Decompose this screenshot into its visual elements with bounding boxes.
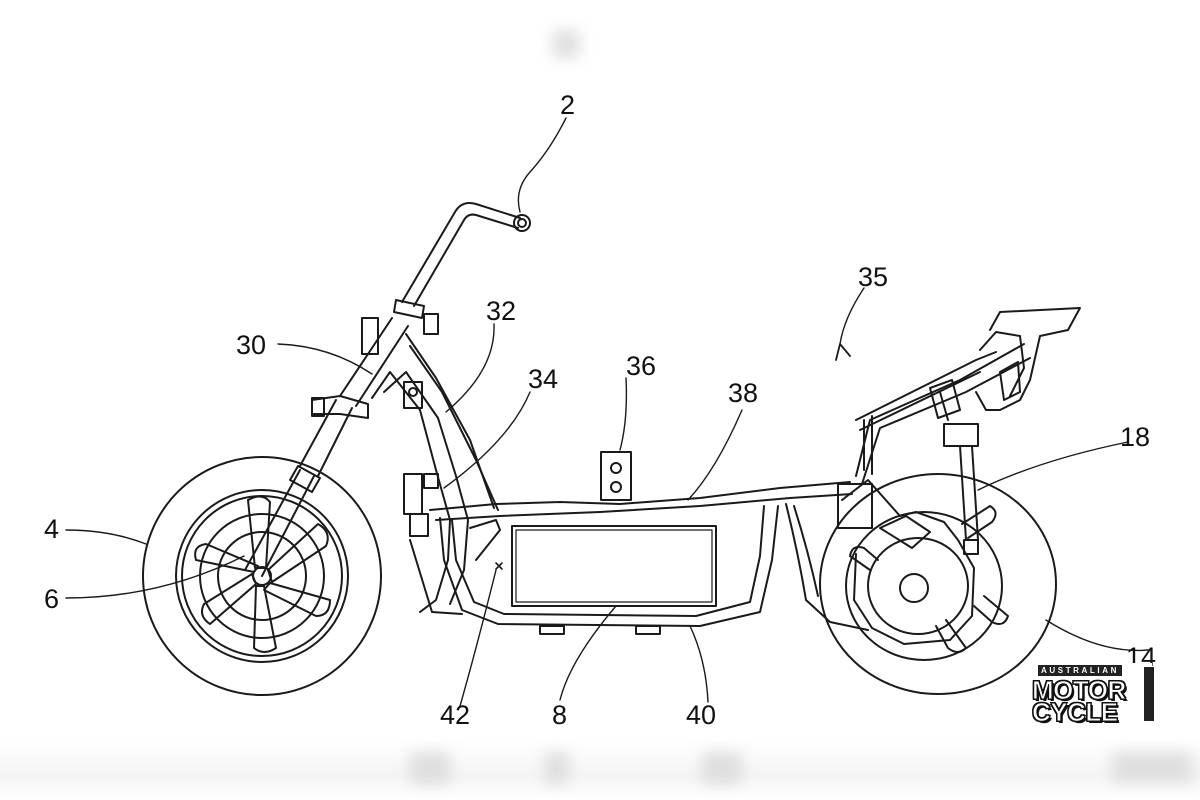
front-wheel-spokes xyxy=(194,495,331,653)
label-8: 8 xyxy=(552,700,568,730)
logo-line-motor: MOTOR xyxy=(1032,675,1127,706)
logo-line-cycle: CYCLE xyxy=(1032,697,1119,728)
label-2: 2 xyxy=(560,90,576,120)
blurred-bottom-strip xyxy=(0,740,1200,800)
label-38: 38 xyxy=(728,378,759,408)
main-frame xyxy=(429,481,853,635)
steering-assembly xyxy=(244,202,531,577)
leader-lines xyxy=(65,117,1149,707)
logo-line-small: AUSTRALIAN xyxy=(1038,665,1122,676)
logo-side-bar xyxy=(1144,667,1154,721)
connector xyxy=(600,451,632,501)
label-6: 6 xyxy=(44,584,60,614)
australian-motorcycle-logo: AUSTRALIAN MOTOR CYCLE xyxy=(1030,663,1154,728)
blur-artifact-bottom-4 xyxy=(1112,752,1192,782)
label-32: 32 xyxy=(486,296,517,326)
blur-artifact-bottom-2 xyxy=(545,752,569,784)
blur-artifact-bottom-3 xyxy=(702,752,742,784)
label-30: 30 xyxy=(236,330,267,360)
battery xyxy=(511,525,717,607)
label-35: 35 xyxy=(858,262,889,292)
front-wheel xyxy=(142,456,382,696)
rear-wheel xyxy=(819,473,1057,695)
label-36: 36 xyxy=(626,351,657,381)
label-34: 34 xyxy=(528,364,559,394)
blur-artifact-bottom-1 xyxy=(410,752,450,784)
label-4: 4 xyxy=(44,514,60,544)
label-18: 18 xyxy=(1120,422,1151,452)
label-42: 42 xyxy=(440,700,471,730)
rear-frame-seat xyxy=(785,307,1081,631)
front-frame xyxy=(371,333,499,615)
label-40: 40 xyxy=(686,700,717,730)
blur-artifact-top xyxy=(552,30,580,58)
